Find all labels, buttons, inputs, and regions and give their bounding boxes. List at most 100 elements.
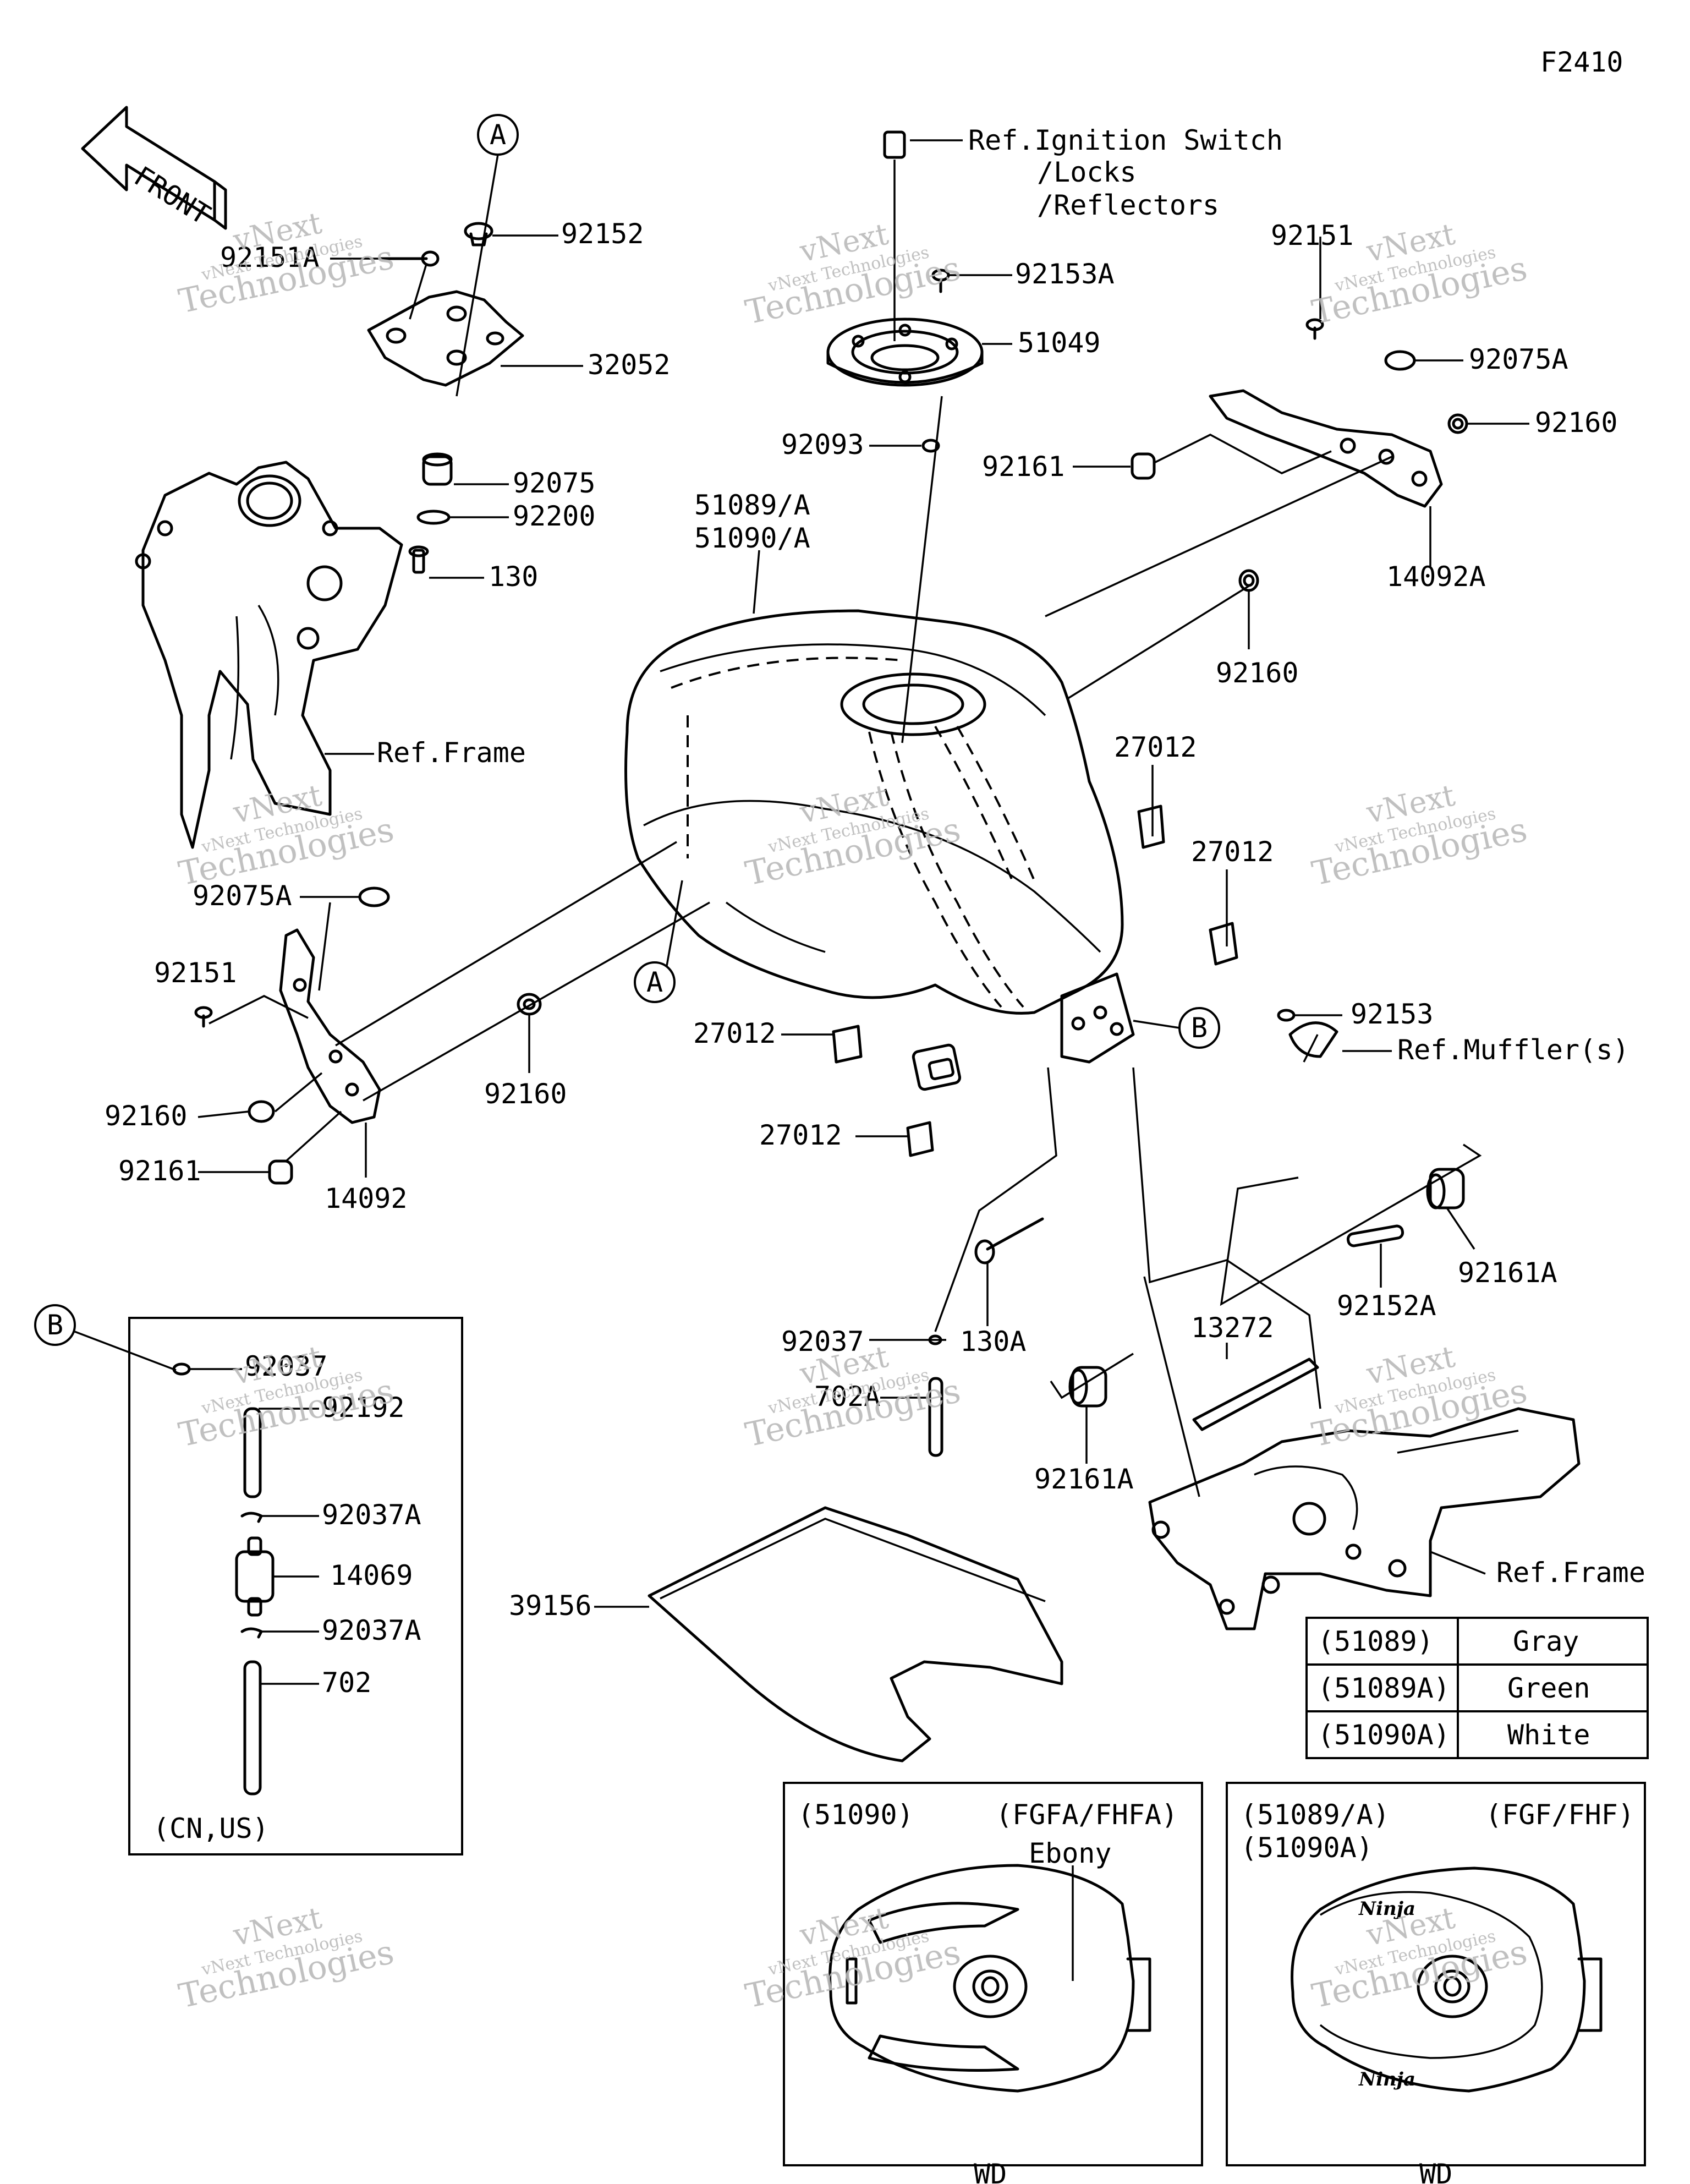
variant-right-code1: (51089/A) — [1241, 1799, 1390, 1831]
damper-92161a-left — [1068, 1366, 1107, 1408]
label-92160-left: 92160 — [105, 1100, 188, 1132]
clamp-92037a-bottom — [240, 1627, 263, 1639]
label-ref-reflectors: /Reflectors — [1037, 189, 1219, 221]
grommet-92161-right — [1131, 452, 1156, 480]
cap-ring-51049 — [826, 318, 984, 387]
front-arrow-icon: FRONT — [81, 106, 227, 231]
color-table-code-1: (51089A) — [1318, 1672, 1450, 1704]
label-ref-frame-2: Ref.Frame — [1496, 1557, 1645, 1589]
variant-left-footer: WD — [974, 2158, 1007, 2184]
bolt-130a — [974, 1217, 1044, 1265]
label-ref-frame-1: Ref.Frame — [377, 737, 526, 769]
oring-92093 — [921, 439, 940, 453]
label-ref-muffler: Ref.Muffler(s) — [1397, 1034, 1629, 1066]
variant-box-left — [783, 1782, 1203, 2166]
color-table-color-2: White — [1507, 1719, 1590, 1751]
label-39156: 39156 — [509, 1590, 592, 1622]
label-27012-d: 27012 — [759, 1119, 842, 1151]
frame-front-top-left — [135, 461, 403, 849]
watermark-2: vNext vNext Technologies Technologies — [742, 216, 964, 332]
grommet-92160-right-mid — [1238, 569, 1259, 592]
label-92075a-right: 92075A — [1469, 343, 1568, 375]
label-92151a: 92151A — [220, 242, 320, 273]
label-ref-ignition: Ref.Ignition Switch — [968, 124, 1283, 156]
variant-right-model: (FGF/FHF) — [1485, 1799, 1634, 1831]
label-92037a-bottom: 92037A — [322, 1614, 421, 1646]
filter-14069 — [235, 1536, 275, 1617]
label-92160-right-top: 92160 — [1535, 407, 1618, 439]
watermark-5: vNext vNext Technologies Technologies — [742, 778, 964, 893]
variant-left-color: Ebony — [1029, 1837, 1112, 1869]
label-92037-box: 92037 — [245, 1350, 328, 1382]
variant-left-model: (FGFA/FHFA) — [996, 1799, 1178, 1831]
label-92151-right: 92151 — [1271, 220, 1354, 251]
label-130: 130 — [489, 561, 538, 593]
rod-92152a — [1346, 1224, 1404, 1247]
grommet-92160-center — [517, 993, 542, 1016]
emblem-27012-b — [1209, 922, 1238, 966]
bolt-92151-left — [194, 1006, 213, 1028]
tank-variant-green-white: Ninja Ninja — [1291, 1866, 1603, 2093]
label-32052: 32052 — [588, 349, 671, 381]
front-arrow-label: FRONT — [129, 160, 216, 231]
ninja-logo-upper: Ninja — [1358, 1898, 1415, 1920]
fuel-tank-51089-51090 — [624, 550, 1135, 1091]
color-table-color-1: Green — [1507, 1672, 1590, 1704]
label-14092a: 14092A — [1386, 561, 1486, 593]
label-51049: 51049 — [1018, 327, 1101, 359]
bracket-14092 — [279, 928, 381, 1124]
cap-92075a-left — [358, 886, 390, 907]
emblem-27012-d — [906, 1121, 934, 1157]
svg-text:B: B — [47, 1309, 63, 1341]
callout-a-top: A — [456, 114, 519, 397]
grommet-92160-right-top — [1447, 413, 1468, 434]
label-92152: 92152 — [561, 218, 644, 250]
emblem-27012-a — [1137, 804, 1165, 849]
label-92153a: 92153A — [1015, 258, 1115, 290]
tank-variant-ebony — [828, 1864, 1151, 2093]
svg-text:B: B — [1191, 1012, 1208, 1044]
color-table-code-2: (51090A) — [1318, 1719, 1450, 1751]
color-table-code-0: (51089) — [1318, 1625, 1434, 1657]
bracket-14092a — [1209, 389, 1443, 508]
subassembly-box-cn-us — [128, 1317, 463, 1855]
clamp-92037-box — [172, 1362, 191, 1376]
bolt-92153 — [1277, 1009, 1338, 1063]
hose-702a — [928, 1377, 943, 1457]
label-92153: 92153 — [1351, 998, 1434, 1030]
variant-left-code: (51090) — [798, 1799, 914, 1831]
label-ref-locks: /Locks — [1037, 156, 1137, 188]
label-92093: 92093 — [781, 429, 864, 461]
svg-text:A: A — [646, 966, 663, 998]
label-702: 702 — [322, 1667, 371, 1699]
strip-13272 — [1192, 1358, 1319, 1431]
label-92160-center: 92160 — [484, 1078, 567, 1110]
bolt-92151-right — [1305, 237, 1324, 340]
variant-right-footer: WD — [1419, 2158, 1452, 2184]
label-92075a-left: 92075A — [193, 880, 292, 912]
rivet-92152 — [464, 222, 493, 247]
callout-b-left: B — [34, 1304, 177, 1371]
watermark-4: vNext vNext Technologies Technologies — [175, 778, 397, 893]
label-92200: 92200 — [513, 500, 596, 532]
label-92037: 92037 — [781, 1326, 864, 1358]
variant-right-code2: (51090A) — [1241, 1832, 1373, 1864]
grommet-92075 — [422, 452, 453, 486]
label-92161a-right: 92161A — [1458, 1257, 1557, 1289]
washer-92200 — [416, 510, 451, 525]
label-51090a: 51090/A — [694, 522, 810, 554]
label-702a: 702A — [814, 1381, 880, 1413]
label-92161-left: 92161 — [118, 1155, 201, 1187]
label-92161a-left: 92161A — [1034, 1463, 1134, 1495]
ninja-logo-lower: Ninja — [1358, 2068, 1415, 2090]
label-92160-right-mid: 92160 — [1216, 657, 1299, 689]
color-table-color-0: Gray — [1513, 1625, 1579, 1657]
watermark-6: vNext vNext Technologies Technologies — [1309, 778, 1530, 893]
bracket-32052 — [367, 290, 524, 387]
color-table — [1305, 1617, 1649, 1759]
bolt-92151a-top — [378, 250, 440, 320]
callout-a-center: A — [634, 880, 683, 1003]
variant-box-right — [1226, 1782, 1646, 2166]
svg-text:A: A — [490, 119, 506, 151]
